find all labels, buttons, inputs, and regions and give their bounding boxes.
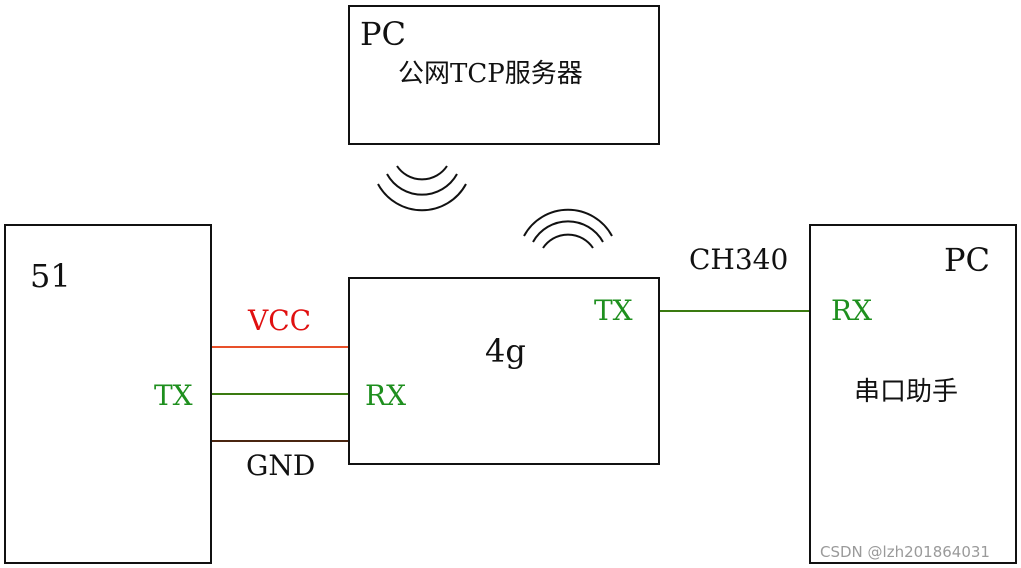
pc-serial-subtitle: 串口助手 [854, 377, 959, 407]
tx-rx-wire [212, 393, 348, 395]
vcc-wire [212, 346, 348, 348]
mcu-51-title: 51 [30, 257, 71, 295]
mcu-tx-label: TX [154, 379, 193, 412]
pc-serial-title: PC [944, 241, 991, 279]
wireless-signal-icon [523, 208, 613, 249]
pc-serial-box [809, 224, 1017, 564]
ch340-label: CH340 [689, 243, 789, 276]
module-4g-title: 4g [485, 332, 526, 370]
ch340-wire [660, 310, 809, 312]
watermark: CSDN @lzh201864031 [820, 543, 990, 561]
server-pc-subtitle: 公网TCP服务器 [398, 59, 583, 89]
gnd-label: GND [246, 449, 316, 482]
gnd-wire [212, 440, 348, 442]
wireless-signal-icon [377, 165, 467, 212]
mcu-51-box [4, 224, 212, 564]
module-tx-label: TX [594, 294, 633, 327]
vcc-label: VCC [248, 304, 312, 337]
module-4g-box [348, 277, 660, 465]
module-rx-label: RX [365, 379, 407, 412]
pc-rx-label: RX [831, 294, 873, 327]
server-pc-box [348, 5, 660, 145]
server-pc-title: PC [360, 15, 407, 53]
